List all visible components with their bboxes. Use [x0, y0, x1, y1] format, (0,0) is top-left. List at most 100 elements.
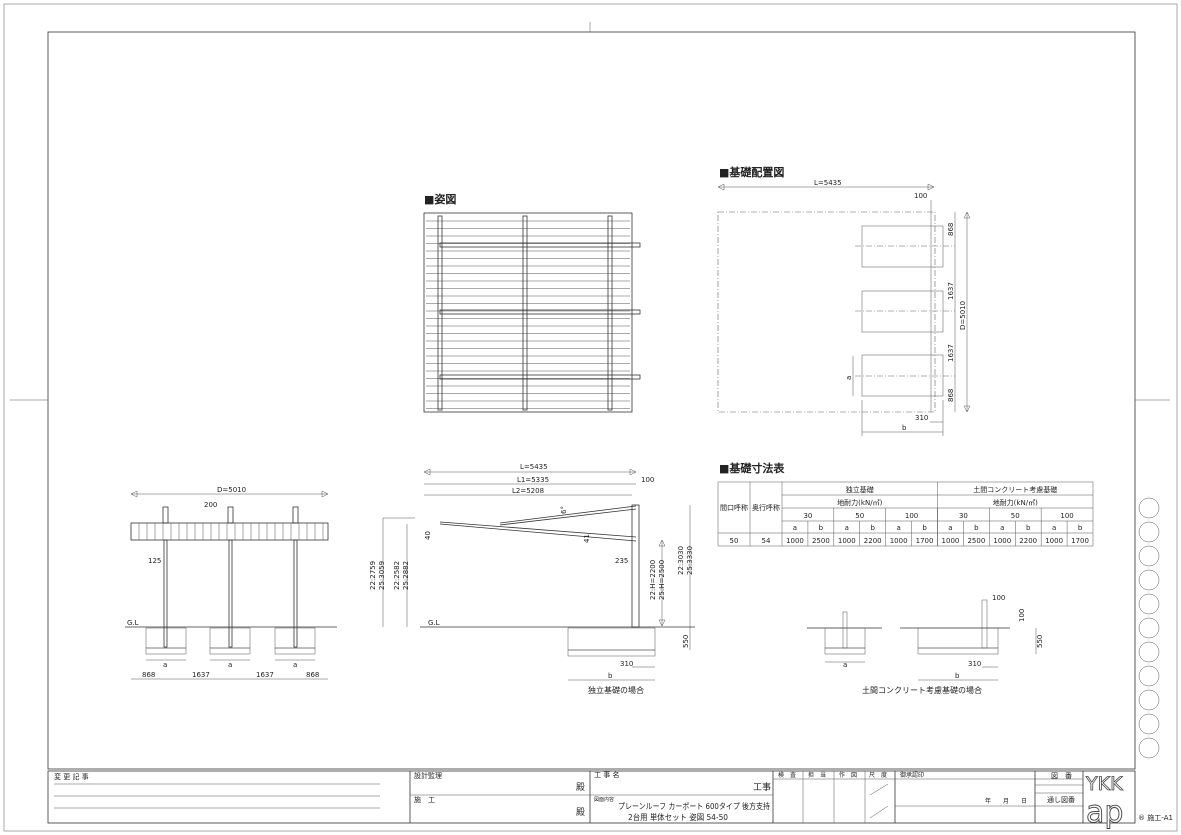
side-elevation: L=5435 L1=5335 L2=5208 100 6° 40 41 22:2… — [369, 463, 695, 695]
drawing-frame — [47, 31, 1136, 770]
dim-125: 125 — [148, 557, 161, 565]
header-sub: a — [1000, 524, 1004, 532]
heading-foundation-plan: ■基礎配置図 — [719, 165, 784, 179]
dim-top-25: 25:3330 — [686, 546, 694, 575]
header-sub: a — [896, 524, 900, 532]
dim-eave-25: 25:2882 — [402, 561, 410, 590]
approval-charge: 担 当 — [808, 771, 826, 779]
header-load: 50 — [855, 512, 864, 520]
table-cell: 1000 — [1045, 537, 1063, 545]
punch-holes — [1138, 497, 1160, 759]
dim-200: 200 — [204, 501, 217, 509]
table-cell: 1000 — [786, 537, 804, 545]
sheet-number: ® 施工-A1 — [1138, 813, 1173, 822]
caption-independent: 独立基礎の場合 — [588, 685, 644, 695]
table-cell: 1700 — [1071, 537, 1089, 545]
dim-a-2: a — [228, 661, 232, 669]
date-label: 年 月 日 — [985, 797, 1027, 805]
dim-eave-22: 22:2582 — [393, 561, 401, 590]
approval-seal-label: 御承認印 — [900, 771, 924, 779]
honorific-1: 殿 — [576, 782, 585, 793]
header-bearing: 地耐力(kN/㎡) — [837, 498, 882, 507]
approval-scale: 尺 度 — [869, 771, 887, 779]
table-cell: 2200 — [864, 537, 882, 545]
dim-L: L=5435 — [520, 463, 548, 471]
header-load: 30 — [959, 512, 968, 520]
table-cell: 1000 — [890, 537, 908, 545]
foundation-plan: ■基礎配置図 L=5435 100 868 1637 1637 868 D=50… — [717, 165, 971, 436]
serial-no-label: 通し図番 — [1047, 795, 1075, 804]
table-cell: 2500 — [812, 537, 830, 545]
drawing-title-1: プレーンルーフ カーポート 600タイプ 後方支持 — [618, 801, 770, 811]
header-sub: a — [948, 524, 952, 532]
header-opening: 間口呼称 — [720, 503, 748, 512]
header-sub: b — [819, 524, 824, 532]
gl-label: G.L — [428, 619, 440, 627]
dim-550: 550 — [682, 635, 690, 648]
dim-offset: 100 — [914, 192, 927, 200]
outer-border — [3, 3, 1178, 832]
dim-550: 550 — [1036, 635, 1044, 648]
drawing-no-label: 図 番 — [1051, 772, 1072, 780]
header-sub: b — [1078, 524, 1083, 532]
table-cell: 1000 — [838, 537, 856, 545]
header-load: 50 — [1011, 512, 1020, 520]
caption-slab: 土間コンクリート考慮基礎の場合 — [862, 685, 982, 695]
dim-top-22: 22:3030 — [677, 546, 685, 575]
dim-868-left: 868 — [142, 671, 155, 679]
title-block: 変 更 記 事 設計監理 殿 施 工 殿 工 事 名 工事 図面内容 プレーンル… — [47, 770, 1173, 830]
cell-opening: 50 — [730, 537, 739, 545]
dim-height-22: 22:2759 — [369, 561, 377, 590]
dim-100-slab: 100 — [1018, 609, 1026, 622]
table-cell: 1000 — [942, 537, 960, 545]
dim-a-1: a — [163, 661, 167, 669]
ap-logo: ap — [1086, 795, 1123, 830]
construction-label: 施 工 — [414, 795, 435, 804]
dim-a: a — [845, 376, 853, 380]
dim-b: b — [902, 424, 907, 432]
front-elevation: D=5010 200 125 G.L a a a 868 1637 1637 8… — [125, 486, 337, 680]
dim-D: D=5010 — [959, 301, 967, 330]
dim-235: 235 — [615, 557, 628, 565]
header-sub: b — [974, 524, 979, 532]
foundation-table: ■基礎寸法表 間口呼称奥行呼称独立基礎土間コンクリート考慮基礎地耐力(kN/㎡)… — [717, 461, 1094, 547]
heading-foundation-table: ■基礎寸法表 — [719, 461, 785, 475]
table-cell: 2500 — [967, 537, 985, 545]
slab-foundation-detail: a 100 100 550 310 b 土間コンクリート考慮基礎の場合 — [807, 594, 1044, 695]
header-depth: 奥行呼称 — [752, 503, 780, 512]
dim-100-post: 100 — [992, 594, 1005, 602]
dim-a: a — [843, 661, 847, 669]
header-slab: 土間コンクリート考慮基礎 — [973, 485, 1057, 494]
header-sub: a — [1052, 524, 1056, 532]
approval-drafting: 作 図 — [839, 771, 857, 779]
dim-1637-right: 1637 — [256, 671, 274, 679]
header-sub: b — [922, 524, 927, 532]
dim-310: 310 — [968, 660, 981, 668]
drawing-label: 図面内容 — [594, 796, 614, 803]
dim-angle: 6° — [560, 506, 568, 514]
header-sub: a — [845, 524, 849, 532]
table-cell: 1000 — [993, 537, 1011, 545]
approval-inspection: 検 査 — [778, 771, 796, 779]
project-suffix: 工事 — [753, 781, 771, 793]
dim-310: 310 — [915, 414, 928, 422]
changes-label: 変 更 記 事 — [54, 772, 89, 781]
dim-1637-b: 1637 — [947, 344, 955, 362]
dim-868-bottom: 868 — [947, 389, 955, 402]
dim-100: 100 — [641, 476, 654, 484]
dim-868-right: 868 — [306, 671, 319, 679]
header-bearing: 地耐力(kN/㎡) — [993, 498, 1038, 507]
gl-label: G.L — [127, 619, 139, 627]
dim-310: 310 — [620, 660, 633, 668]
dim-1637-a: 1637 — [947, 282, 955, 300]
header-load: 100 — [905, 512, 918, 520]
cell-depth: 54 — [762, 537, 771, 545]
dim-b: b — [955, 672, 960, 680]
drawing-title-2: 2台用 単体セット 姿図 54-50 — [628, 812, 728, 822]
dim-D: D=5010 — [217, 486, 246, 494]
table-cell: 2200 — [1019, 537, 1037, 545]
dim-1637-left: 1637 — [192, 671, 210, 679]
dim-H-22: 22:H=2200 — [649, 560, 657, 600]
dim-868-top: 868 — [947, 223, 955, 236]
